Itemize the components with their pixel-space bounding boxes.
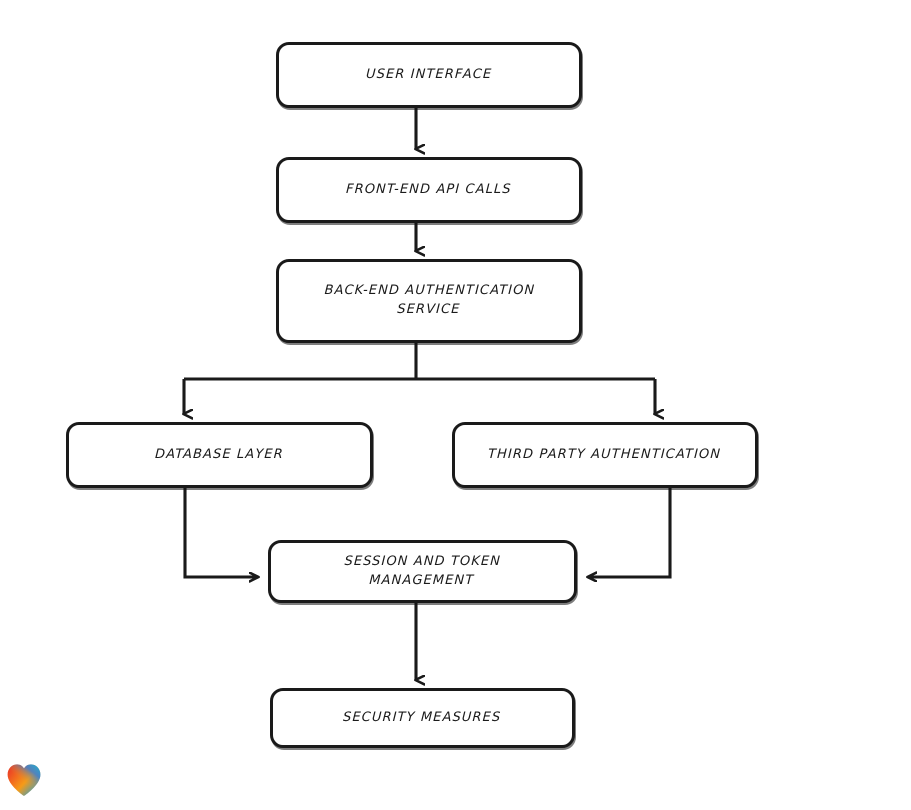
node-back-end-authentication-service-label: BACK-END AUTHENTICATION SERVICE xyxy=(323,283,536,317)
node-database-layer[interactable]: DATABASE LAYER xyxy=(66,422,373,488)
node-security-measures[interactable]: SECURITY MEASURES xyxy=(270,688,575,748)
node-session-and-token-management-label: SESSION AND TOKEN MANAGEMENT xyxy=(344,553,502,588)
node-session-and-token-management[interactable]: SESSION AND TOKEN MANAGEMENT xyxy=(268,540,577,603)
node-user-interface[interactable]: USER INTERFACE xyxy=(276,42,582,108)
connector-backend-split xyxy=(184,343,655,381)
heart-icon xyxy=(7,764,41,796)
connector-database-to-session xyxy=(183,488,258,577)
node-back-end-authentication-service[interactable]: BACK-END AUTHENTICATION SERVICE xyxy=(276,259,582,343)
node-front-end-api-calls-label: FRONT-END API CALLS xyxy=(345,181,513,197)
node-front-end-api-calls[interactable]: FRONT-END API CALLS xyxy=(276,157,582,223)
node-database-layer-label: DATABASE LAYER xyxy=(154,446,285,462)
node-third-party-authentication-label: THIRD PARTY AUTHENTICATION xyxy=(488,446,722,462)
node-user-interface-label: USER INTERFACE xyxy=(365,66,493,82)
node-third-party-authentication[interactable]: THIRD PARTY AUTHENTICATION xyxy=(452,422,758,488)
connector-thirdparty-to-session xyxy=(588,488,672,577)
node-security-measures-label: SECURITY MEASURES xyxy=(343,709,503,725)
